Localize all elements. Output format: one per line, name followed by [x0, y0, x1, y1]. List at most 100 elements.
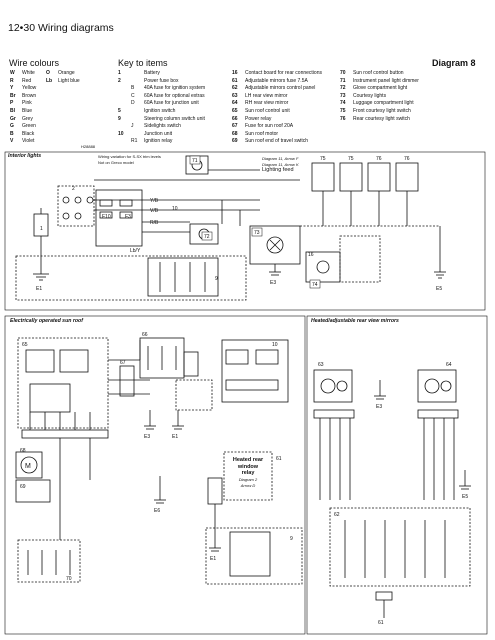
- key-item-text: RH rear view mirror: [245, 100, 289, 107]
- key-item-number: 76: [340, 115, 346, 122]
- label-61: 61: [276, 456, 282, 462]
- key-item-text: Sun roof control button: [353, 70, 404, 76]
- key-item-text: Sun roof end of travel switch: [245, 138, 309, 145]
- switch-76a: [367, 162, 391, 192]
- diagram-title: Diagram 8: [432, 58, 476, 68]
- heated-relay-arrow: Arrow D: [240, 483, 256, 488]
- key-item-text: Glove compartment light: [353, 85, 408, 92]
- key-item: 10 Junction unit: [118, 131, 205, 139]
- label-71: 71: [192, 158, 198, 164]
- key-item-text: Junction unit: [144, 130, 173, 137]
- ref-diagram-11-f: Diagram 11, Arrow F: [262, 156, 299, 161]
- label-72: 72: [204, 234, 210, 240]
- ref-diagram-11-k: Diagram 11, Arrow K: [262, 162, 299, 167]
- key-item-text: Power fuse box: [144, 77, 179, 84]
- wire-colour-code: W: [10, 70, 15, 76]
- svg-text:M: M: [25, 463, 31, 470]
- label-f10: F10: [102, 214, 111, 220]
- label-e3-mirror: E3: [376, 404, 382, 410]
- key-item-sub: D: [131, 100, 135, 107]
- key-item-number: 68: [232, 130, 238, 137]
- wire-colour-code: V: [10, 138, 14, 145]
- sunroof-motor-68: [15, 451, 43, 479]
- label-75a: 75: [320, 156, 326, 162]
- label-e5: E5: [436, 286, 442, 292]
- wire-colour-name: Violet: [22, 138, 35, 145]
- key-item-number: 65: [232, 107, 238, 114]
- key-item-number: 2: [118, 77, 121, 84]
- label-9: 9: [215, 276, 218, 282]
- label-e3-lower: E3: [144, 434, 150, 440]
- fuse-box-2-lower: [175, 379, 213, 411]
- label-63: 63: [318, 362, 324, 368]
- junction-unit-10: [95, 189, 143, 247]
- key-item-number: 10: [118, 130, 124, 137]
- wire-colours-title: Wire colours: [9, 58, 60, 68]
- key-item-text: Sun roof control unit: [245, 107, 290, 114]
- steering-column-switch-9-lower: [205, 527, 303, 585]
- key-item-number: 16: [232, 70, 238, 76]
- key-item-text: Instrument panel light dimmer: [353, 77, 419, 84]
- label-10: 10: [172, 206, 178, 212]
- key-item: 65 Sun roof control unit: [232, 108, 322, 116]
- heated-relay-title: Heated rear: [232, 457, 264, 463]
- wire-colour-name: Red: [22, 77, 32, 84]
- key-item-text: Adjustable mirrors control panel: [245, 85, 316, 92]
- steering-column-switch-9: [15, 255, 247, 301]
- battery-e1: [207, 477, 223, 505]
- wire-colour-code: Y: [10, 85, 14, 92]
- label-2: 2: [72, 186, 75, 192]
- label-e6: E6: [154, 508, 160, 514]
- key-item-text: Sidelights switch: [144, 123, 181, 130]
- contact-board-16: [339, 235, 381, 283]
- key-item-text: Ignition relay: [144, 138, 173, 145]
- switch-75b: [339, 162, 363, 192]
- label-10-lower: 10: [272, 342, 278, 348]
- heated-relay-line2: window: [237, 463, 259, 470]
- switch-75a: [311, 162, 335, 192]
- key-item-number: 75: [340, 107, 346, 114]
- key-item-sub: R1: [131, 138, 138, 145]
- label-76b: 76: [404, 156, 410, 162]
- key-item-number: 61: [232, 77, 238, 84]
- key-item-number: 73: [340, 92, 346, 99]
- lh-mirror-63: [313, 369, 353, 403]
- wire-colour-name: Light blue: [58, 77, 80, 84]
- label-65: 65: [22, 342, 28, 348]
- key-item-number: 63: [232, 92, 238, 99]
- label-73: 73: [254, 230, 260, 236]
- wire-colour-name: Grey: [22, 115, 33, 122]
- key-item-text: Luggage compartment light: [353, 100, 414, 107]
- heated-relay-line3: relay: [241, 470, 255, 476]
- label-66: 66: [142, 332, 148, 338]
- key-item-number: 69: [232, 138, 238, 145]
- key-item-text: Contact board for rear connections: [245, 70, 322, 76]
- label-62: 62: [334, 512, 340, 518]
- heated-relay-ref: Diagram 2: [238, 476, 258, 482]
- key-item: 2 Power fuse box: [118, 78, 205, 86]
- lighting-feed-label: Lighting feed: [262, 167, 294, 173]
- stamp-code: H28888: [81, 144, 96, 149]
- key-item-number: 72: [340, 85, 346, 92]
- wire-colour-code: Br: [10, 92, 16, 99]
- battery-1-icon: [33, 213, 49, 237]
